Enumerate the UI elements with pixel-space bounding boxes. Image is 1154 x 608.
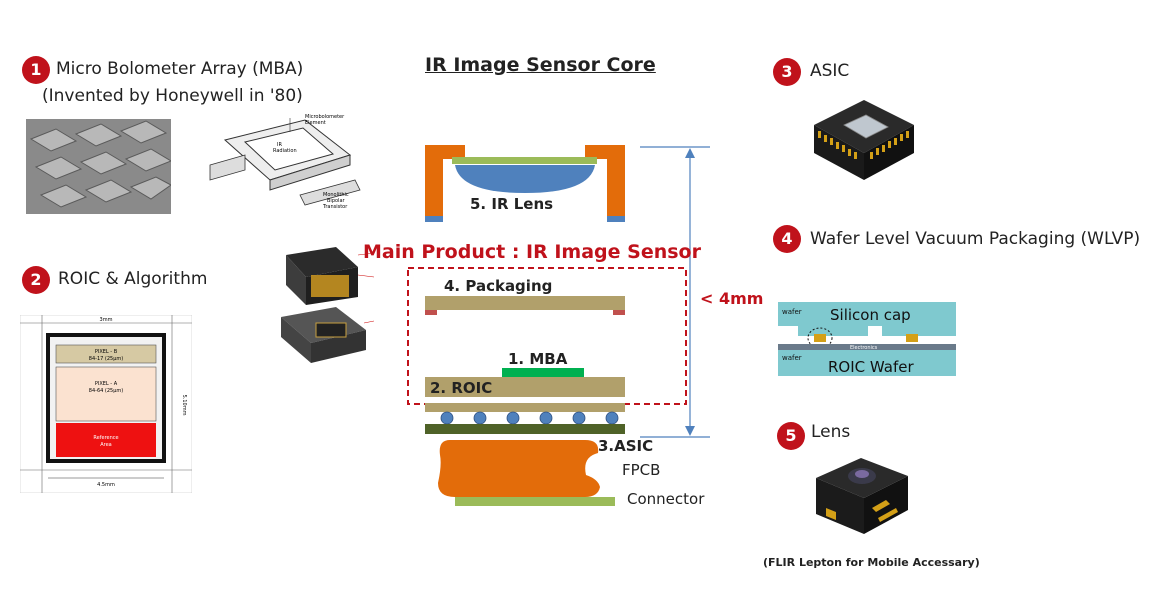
packaging-bar [425, 296, 625, 310]
badge-4: 4 [773, 225, 801, 253]
item-2-label: ROIC & Algorithm [58, 269, 208, 289]
roic-side-dim: 5.10mm [181, 395, 187, 416]
mba-drawing-label-6: Bipolar [327, 198, 346, 204]
page-title: IR Image Sensor Core [425, 54, 656, 76]
badge-2: 2 [22, 266, 50, 294]
roic-pixel-b: PIXEL - B [95, 349, 118, 355]
connector-bar [455, 497, 615, 506]
roic-bar [425, 377, 625, 397]
sensor-stack-diagram: 5. IR Lens 4. Packaging 1. MBA 2. ROIC 3… [407, 145, 710, 508]
mba-drawing-label-5: Monolithic [323, 192, 349, 198]
roic-top-dim: 3mm [100, 317, 113, 323]
lens-housing-left-top [425, 145, 465, 159]
height-note: < 4mm [700, 289, 764, 308]
lens-filter [452, 157, 597, 164]
badge-1: 1 [22, 56, 50, 84]
wlvp-roic-label: ROIC Wafer [828, 358, 914, 376]
lens-housing-right [607, 145, 625, 220]
mba-drawing-label-4: Radiation [273, 148, 297, 154]
mba-drawing-label-1: Microbolometer [305, 114, 345, 120]
wlvp-wafer-top: wafer [782, 308, 802, 316]
roic-red-label: Reference [93, 435, 118, 441]
mba-drawing-label-3: IR [277, 142, 282, 148]
roic-pixel-a-sub: 84-64 (25μm) [89, 388, 123, 394]
stack-asic-label: 3.ASIC [598, 437, 653, 455]
roic-pixel-a: PIXEL - A [95, 381, 118, 387]
wlvp-wafer-bottom: wafer [782, 354, 802, 362]
sensor-socket-photo [281, 247, 375, 363]
asic-chip-photo [814, 100, 914, 180]
lens-foot-left [425, 216, 443, 222]
roic-pixel-b-sub: 84-17 (25μm) [89, 356, 123, 362]
asic-top-bar [425, 403, 625, 412]
mba-drawing-label-7: Transistor [322, 204, 348, 210]
item-3-label: ASIC [810, 61, 850, 81]
roic-layout-diagram: PIXEL - B 84-17 (25μm) PIXEL - A 84-64 (… [20, 315, 192, 493]
item-5-label: Lens [811, 422, 851, 442]
wlvp-electronics: Electronics [850, 345, 878, 351]
stack-connector-label: Connector [627, 490, 705, 508]
badge-3: 3 [773, 58, 801, 86]
stack-roic-label: 2. ROIC [430, 379, 492, 397]
lens-module-photo [816, 458, 908, 534]
lens-housing-right-top [585, 145, 625, 159]
packaging-foot-right [613, 310, 625, 315]
asic-bottom-bar [425, 424, 625, 434]
lens-foot-right [607, 216, 625, 222]
roic-red-sub: Area [100, 442, 112, 448]
item-1-sub: (Invented by Honeywell in '80) [42, 86, 303, 106]
mba-micrograph [26, 119, 171, 214]
lens-housing-left [425, 145, 443, 220]
stack-mba-label: 1. MBA [508, 350, 568, 368]
mba-drawing-label-2: Element [305, 120, 326, 126]
item-1-label: Micro Bolometer Array (MBA) [56, 59, 304, 79]
wlvp-cap-label: Silicon cap [830, 306, 911, 324]
roic-width-dim: 4.5mm [97, 482, 115, 488]
item-4-label: Wafer Level Vacuum Packaging (WLVP) [810, 229, 1141, 249]
wlvp-diagram: Silicon cap ROIC Wafer wafer wafer Elect… [778, 298, 956, 380]
fpcb-shape [438, 440, 600, 497]
lens-element [455, 165, 595, 193]
lens-caption: (FLIR Lepton for Mobile Accessary) [763, 556, 980, 569]
mba-bar [502, 368, 584, 377]
roic-wafer [778, 350, 956, 376]
stack-packaging-label: 4. Packaging [444, 277, 552, 295]
silicon-cap [778, 302, 956, 326]
main-product-label: Main Product : IR Image Sensor [363, 241, 701, 263]
packaging-foot-left [425, 310, 437, 315]
badge-5: 5 [777, 422, 805, 450]
solder-bumps [440, 411, 619, 425]
mba-line-drawing: Microbolometer Element IR Radiation Mono… [209, 114, 361, 210]
stack-lens-label: 5. IR Lens [470, 195, 553, 213]
stack-fpcb-label: FPCB [622, 461, 660, 479]
